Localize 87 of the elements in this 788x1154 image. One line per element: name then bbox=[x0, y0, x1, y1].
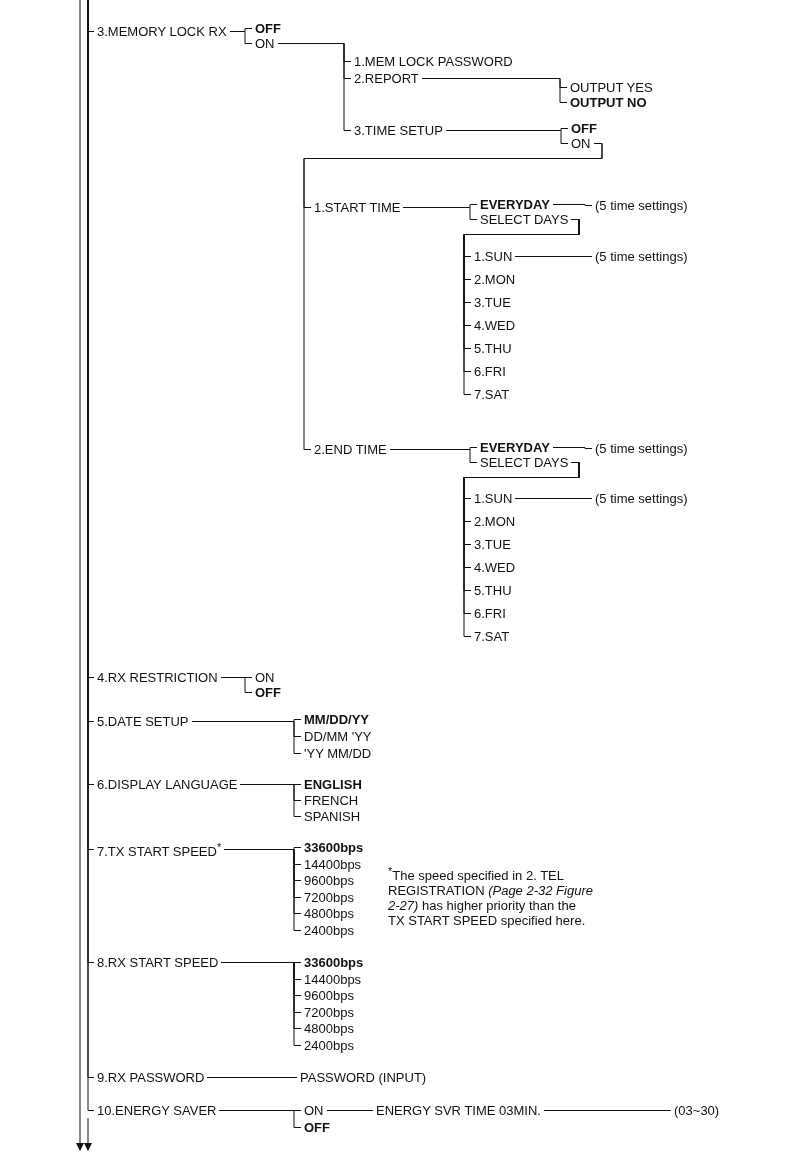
menu-item: 'YY MM/DD bbox=[304, 746, 372, 761]
menu-item: OFF bbox=[304, 1120, 330, 1135]
menu-item: OUTPUT NO bbox=[570, 95, 647, 110]
menu-item: OFF bbox=[571, 121, 597, 136]
menu-item: 3.TUE bbox=[474, 295, 511, 310]
menu-item: 5.THU bbox=[474, 341, 512, 356]
tree-connector bbox=[220, 962, 302, 1046]
menu-item: ON bbox=[255, 36, 275, 51]
note-text: (5 time settings) bbox=[595, 198, 688, 213]
menu-item: OFF bbox=[255, 685, 281, 700]
tree-connector bbox=[229, 31, 253, 44]
tree-connector bbox=[389, 449, 478, 463]
tree-connector bbox=[402, 207, 478, 220]
tree-connector bbox=[552, 447, 593, 449]
menu-item: ENERGY SVR TIME 03MIN. bbox=[376, 1103, 541, 1118]
menu-item: 33600bps bbox=[304, 955, 364, 970]
tree-connector bbox=[223, 849, 302, 931]
menu-item: 1.START TIME bbox=[314, 200, 401, 215]
tree-connector bbox=[445, 130, 569, 144]
tree-connector bbox=[191, 721, 302, 754]
menu-item: 14400bps bbox=[304, 972, 362, 987]
menu-item: 5.DATE SETUP bbox=[97, 714, 189, 729]
menu-item: 2400bps bbox=[304, 923, 354, 938]
menu-item: 2.END TIME bbox=[314, 442, 387, 457]
tree-connector bbox=[239, 784, 302, 817]
menu-item: 6.FRI bbox=[474, 364, 506, 379]
menu-item: EVERYDAY bbox=[480, 440, 550, 455]
menu-item: PASSWORD (INPUT) bbox=[300, 1070, 427, 1085]
footnote-text: $^{*}$The speed specified in 2. TEL REGISTRATION (Page 2-32 Figure 2-27) has higher priority than the TX START SPEED specified here. bbox=[388, 864, 593, 929]
menu-item: 5.THU bbox=[474, 583, 512, 598]
menu-item: 10.ENERGY SAVER bbox=[97, 1103, 217, 1118]
note-text: (5 time settings) bbox=[595, 491, 688, 506]
menu-item: OUTPUT YES bbox=[570, 80, 653, 95]
menu-item: 6.FRI bbox=[474, 606, 506, 621]
menu-item: 6.DISPLAY LANGUAGE bbox=[97, 777, 238, 792]
menu-item: 7200bps bbox=[304, 890, 354, 905]
menu-item: SPANISH bbox=[304, 809, 361, 824]
menu-item: 4.WED bbox=[474, 318, 516, 333]
tree-connector bbox=[514, 256, 593, 257]
menu-item: OFF bbox=[255, 21, 281, 36]
menu-item: 9600bps bbox=[304, 873, 354, 888]
menu-item: SELECT DAYS bbox=[480, 455, 569, 470]
menu-item: 7.TX START SPEED$^{*}$ bbox=[97, 840, 222, 860]
tree-connector bbox=[514, 498, 593, 499]
menu-item: ON bbox=[255, 670, 275, 685]
tree-connector bbox=[218, 1110, 302, 1128]
menu-item: 8.RX START SPEED bbox=[97, 955, 219, 970]
menu-item: 4.RX RESTRICTION bbox=[97, 670, 218, 685]
tree-connector bbox=[220, 677, 253, 693]
menu-item: MM/DD/YY bbox=[304, 712, 369, 727]
range-text: (03~30) bbox=[674, 1103, 720, 1118]
menu-item: 7.SAT bbox=[474, 387, 510, 402]
menu-item: 4800bps bbox=[304, 1021, 354, 1036]
menu-item: 1.SUN bbox=[474, 491, 513, 506]
tree-connector bbox=[552, 204, 593, 206]
menu-item: 2.MON bbox=[474, 514, 516, 529]
menu-item: 4800bps bbox=[304, 906, 354, 921]
tree-connector bbox=[206, 1077, 298, 1078]
menu-item: 2400bps bbox=[304, 1038, 354, 1053]
menu-item: EVERYDAY bbox=[480, 197, 550, 212]
menu-item: 1.MEM LOCK PASSWORD bbox=[354, 54, 513, 69]
tree-connector bbox=[326, 1110, 374, 1111]
menu-item: 7.SAT bbox=[474, 629, 510, 644]
menu-item: 3.TUE bbox=[474, 537, 511, 552]
tree-connector bbox=[421, 78, 568, 103]
menu-item: 2.REPORT bbox=[354, 71, 419, 86]
menu-item: 14400bps bbox=[304, 857, 362, 872]
menu-item: ON bbox=[571, 136, 591, 151]
note-text: (5 time settings) bbox=[595, 249, 688, 264]
menu-item: 3.TIME SETUP bbox=[354, 123, 443, 138]
menu-item: 3.MEMORY LOCK RX bbox=[97, 24, 227, 39]
tree-connector bbox=[277, 43, 352, 131]
menu-item: 2.MON bbox=[474, 272, 516, 287]
menu-item: 4.WED bbox=[474, 560, 516, 575]
menu-item: SELECT DAYS bbox=[480, 212, 569, 227]
tree-connector bbox=[303, 143, 603, 450]
menu-item: 7200bps bbox=[304, 1005, 354, 1020]
menu-item: 9600bps bbox=[304, 988, 354, 1003]
note-text: (5 time settings) bbox=[595, 441, 688, 456]
menu-item: DD/MM 'YY bbox=[304, 729, 372, 744]
tree-connector bbox=[543, 1110, 672, 1111]
menu-item: ON bbox=[304, 1103, 324, 1118]
menu-item: 9.RX PASSWORD bbox=[97, 1070, 205, 1085]
menu-item: 33600bps bbox=[304, 840, 364, 855]
menu-item: 1.SUN bbox=[474, 249, 513, 264]
menu-item: ENGLISH bbox=[304, 777, 362, 792]
menu-item: FRENCH bbox=[304, 793, 359, 808]
